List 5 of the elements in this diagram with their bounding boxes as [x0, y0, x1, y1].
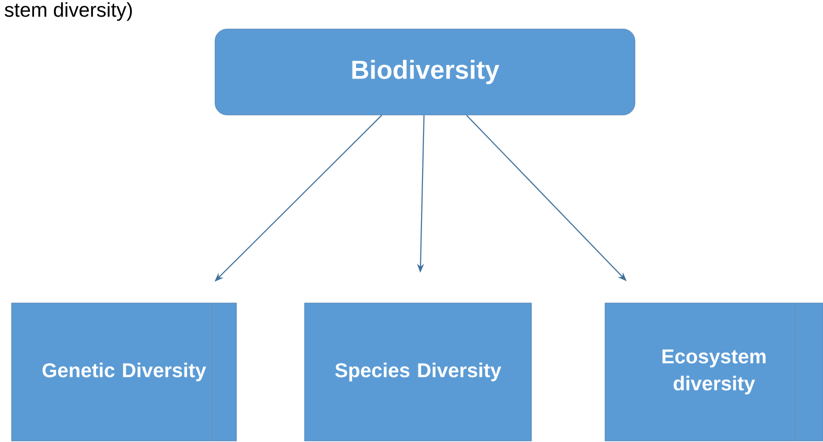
category-box: Ecosystem diversity	[604, 302, 823, 442]
category-box: Species Diversity	[304, 302, 532, 442]
category-box: Genetic Diversity	[11, 302, 237, 442]
title-box: Biodiversity	[214, 28, 636, 116]
note-text: stem diversity)	[4, 2, 132, 21]
